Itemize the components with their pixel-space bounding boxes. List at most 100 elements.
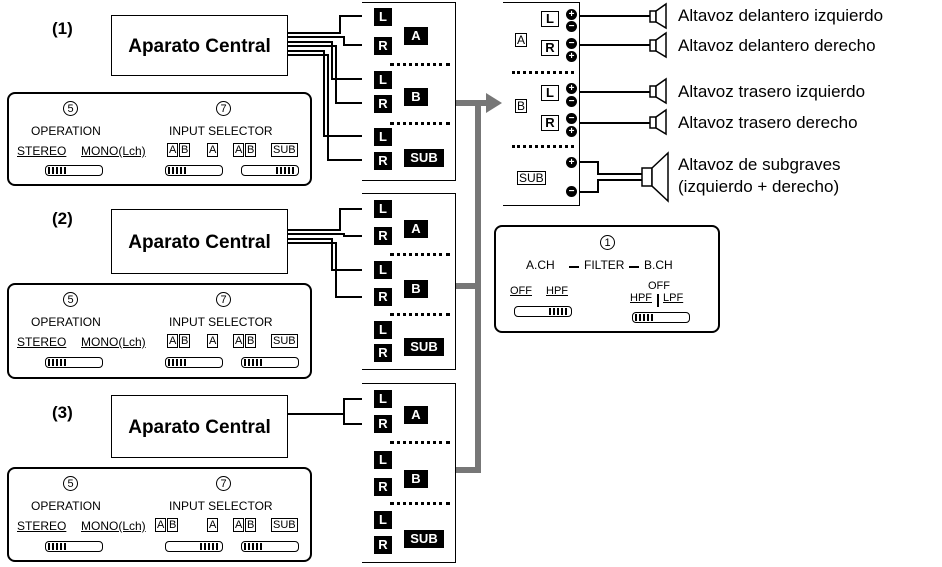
left-badge: L xyxy=(374,451,392,469)
wire xyxy=(288,413,372,425)
dotted-divider xyxy=(390,441,450,444)
input-opt: SUB xyxy=(271,143,298,157)
wire xyxy=(288,15,372,34)
input-number: 7 xyxy=(216,101,231,116)
operation-left: STEREO xyxy=(17,335,67,349)
wire xyxy=(288,45,372,104)
left-badge: L xyxy=(374,390,392,408)
config-caption: (3) xyxy=(52,403,73,422)
input-opt: A xyxy=(233,518,245,532)
dotted-divider xyxy=(390,63,450,66)
plus-icon: + xyxy=(566,157,577,168)
dotted-divider xyxy=(512,71,574,74)
input-opt: A xyxy=(207,518,219,532)
operation-left: STEREO xyxy=(17,519,67,533)
operation-slider[interactable] xyxy=(45,165,103,176)
filter-hpf-a: HPF xyxy=(546,285,568,297)
input-opt: A xyxy=(167,143,179,157)
operation-slider[interactable] xyxy=(45,357,103,368)
input-title: INPUT SELECTOR xyxy=(169,315,273,329)
filter-title-b: B.CH xyxy=(644,258,673,272)
speaker-icon xyxy=(649,116,657,129)
central-unit-box: Aparato Central xyxy=(111,15,288,76)
operation-number: 5 xyxy=(63,292,78,307)
operation-number: 5 xyxy=(63,476,78,491)
input-slider[interactable] xyxy=(165,541,223,552)
wire xyxy=(288,242,372,298)
left-badge: L xyxy=(374,321,392,339)
a-badge: A xyxy=(404,220,428,238)
speaker-label: Altavoz delantero izquierdo xyxy=(678,6,884,25)
input-slider[interactable] xyxy=(165,357,223,368)
config-caption: (1) xyxy=(52,19,73,38)
input-slider[interactable] xyxy=(241,541,299,552)
input-opt: B xyxy=(167,518,179,532)
divider-bar xyxy=(657,294,659,307)
switch-panel: 5 OPERATION STEREO MONO(Lch) 7 INPUT SEL… xyxy=(7,92,312,186)
input-opt: A xyxy=(207,334,219,348)
speaker-label: Altavoz de subgraves xyxy=(678,155,841,174)
central-unit-label: Aparato Central xyxy=(128,36,271,57)
wire xyxy=(288,36,372,46)
central-unit-label: Aparato Central xyxy=(128,417,271,438)
sub-badge: SUB xyxy=(404,149,444,167)
speaker-icon xyxy=(649,10,657,23)
right-badge: R xyxy=(374,37,392,55)
input-opt: B xyxy=(245,334,257,348)
input-slider[interactable] xyxy=(165,165,223,176)
input-number: 7 xyxy=(216,292,231,307)
operation-right: MONO(Lch) xyxy=(81,335,146,349)
right-badge: R xyxy=(374,152,392,170)
speaker-label: Altavoz delantero derecho xyxy=(678,36,876,55)
input-opt: A xyxy=(167,334,179,348)
filter-a-slider[interactable] xyxy=(514,306,572,317)
sub-badge: SUB xyxy=(404,530,444,548)
input-opt: A xyxy=(233,143,245,157)
sub-badge: SUB xyxy=(404,338,444,356)
dotted-divider xyxy=(512,145,574,148)
minus-icon: − xyxy=(566,186,577,197)
operation-right: MONO(Lch) xyxy=(81,519,146,533)
wire xyxy=(288,398,372,415)
input-opt: A xyxy=(207,143,219,157)
wire xyxy=(288,208,372,231)
filter-number: 1 xyxy=(600,235,615,250)
left-badge: L xyxy=(374,511,392,529)
switch-panel: 5 OPERATION STEREO MONO(Lch) 7 INPUT SEL… xyxy=(7,283,312,379)
input-title: INPUT SELECTOR xyxy=(169,124,273,138)
input-opt: B xyxy=(179,334,191,348)
a-badge: A xyxy=(404,406,428,424)
plus-icon: + xyxy=(566,83,577,94)
left-badge: L xyxy=(374,128,392,146)
operation-title: OPERATION xyxy=(31,315,101,329)
input-opt: B xyxy=(245,518,257,532)
b-badge: B xyxy=(404,280,428,298)
input-slider[interactable] xyxy=(241,165,299,176)
speaker-label: (izquierdo + derecho) xyxy=(678,177,840,196)
filter-off-b: OFF xyxy=(648,280,670,292)
operation-left: STEREO xyxy=(17,144,67,158)
central-unit-box: Aparato Central xyxy=(111,395,288,458)
wire xyxy=(580,179,642,193)
operation-slider[interactable] xyxy=(45,541,103,552)
terminal-right: R xyxy=(541,40,559,56)
b-badge: B xyxy=(404,470,428,488)
minus-icon: − xyxy=(566,113,577,124)
right-badge: R xyxy=(374,415,392,433)
input-opt: B xyxy=(245,143,257,157)
minus-icon: − xyxy=(566,96,577,107)
right-badge: R xyxy=(374,478,392,496)
filter-b-slider[interactable] xyxy=(632,312,690,323)
dotted-divider xyxy=(390,502,450,505)
plus-icon: + xyxy=(566,9,577,20)
input-slider[interactable] xyxy=(241,357,299,368)
left-badge: L xyxy=(374,71,392,89)
terminal-right: R xyxy=(541,115,559,131)
plus-icon: + xyxy=(566,51,577,62)
input-opt: A xyxy=(233,334,245,348)
config-caption: (2) xyxy=(52,209,73,228)
filter-hpf-b: HPF xyxy=(630,292,652,304)
filter-panel: 1 A.CH FILTER B.CH OFF HPF OFF HPF LPF xyxy=(494,225,720,333)
dotted-divider xyxy=(390,253,450,256)
central-unit-label: Aparato Central xyxy=(128,232,271,253)
